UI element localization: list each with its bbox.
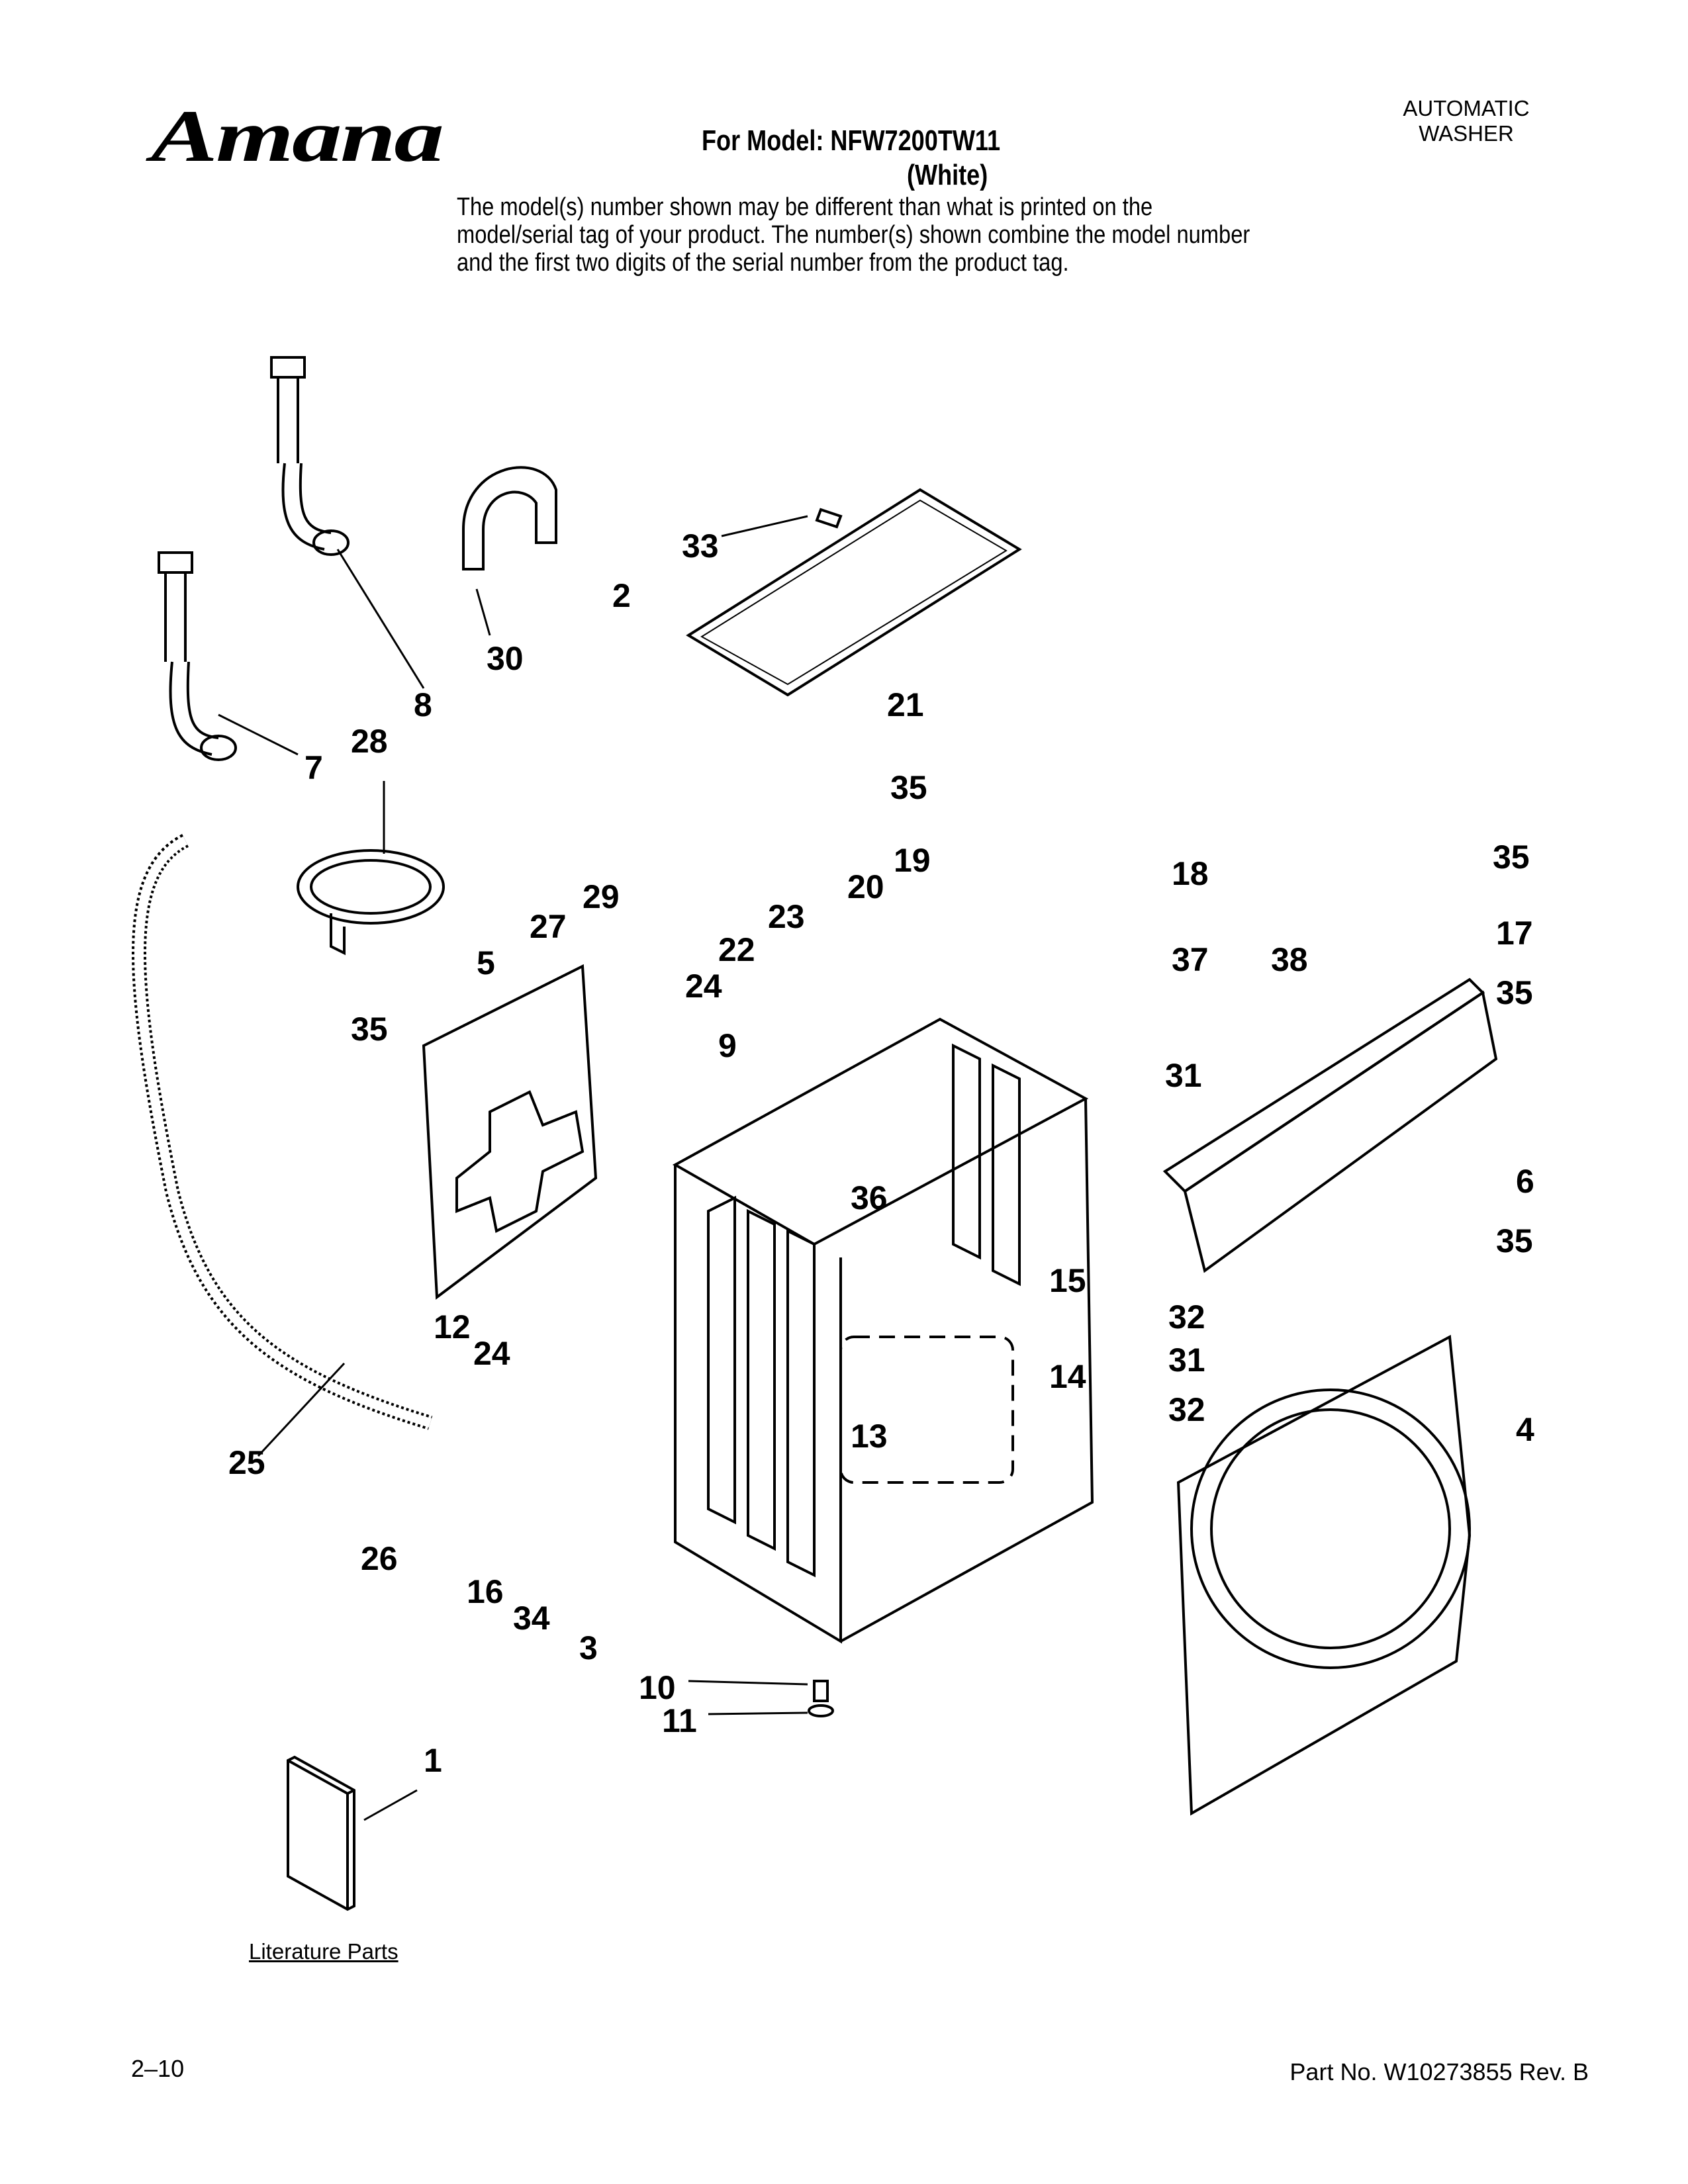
model-color: (White) (907, 159, 988, 191)
callout-26: 26 (361, 1540, 398, 1577)
callout-27: 27 (530, 908, 567, 945)
callout-38: 38 (1271, 941, 1308, 978)
brand-logo: Amana (151, 95, 444, 177)
callout-28: 28 (351, 723, 388, 760)
product-category: AUTOMATIC WASHER (1390, 96, 1542, 146)
callout-23: 23 (768, 898, 805, 935)
callout-35: 35 (1496, 1222, 1533, 1259)
callout-14: 14 (1049, 1358, 1086, 1395)
callout-35: 35 (1496, 974, 1533, 1011)
category-line-1: AUTOMATIC (1403, 96, 1530, 120)
callout-37: 37 (1172, 941, 1209, 978)
callout-2: 2 (612, 577, 631, 614)
callout-5: 5 (477, 944, 495, 981)
callout-9: 9 (718, 1027, 737, 1064)
callout-7: 7 (305, 749, 323, 786)
front-panel-4-part (1176, 1334, 1472, 1816)
callout-8: 8 (414, 686, 432, 723)
inlet-hose-7-part (158, 551, 299, 761)
power-cord-28-part (297, 781, 445, 956)
drain-hose-25-part (132, 834, 433, 1457)
callout-17: 17 (1496, 915, 1533, 952)
callout-24: 24 (685, 968, 722, 1005)
callout-22: 22 (718, 931, 755, 968)
callout-19: 19 (894, 842, 931, 879)
callout-6: 6 (1516, 1163, 1534, 1200)
callout-35: 35 (351, 1011, 388, 1048)
callout-11: 11 (662, 1702, 697, 1739)
model-title: For Model: NFW7200TW11 (702, 124, 1001, 157)
part-number: Part No. W10273855 Rev. B (1289, 2058, 1589, 2085)
callout-31: 31 (1165, 1057, 1202, 1094)
callout-36: 36 (851, 1179, 888, 1216)
callout-15: 15 (1049, 1262, 1086, 1299)
screw-33-part (721, 508, 843, 537)
page-number: 2–10 (131, 2055, 185, 2082)
callout-30: 30 (487, 640, 524, 677)
callout-16: 16 (467, 1573, 504, 1610)
callout-29: 29 (583, 878, 620, 915)
callout-20: 20 (847, 868, 884, 905)
callout-33: 33 (682, 527, 719, 565)
leg-pad-11-part (708, 1704, 834, 1717)
callout-1: 1 (424, 1742, 442, 1779)
leveling-leg-10-part (688, 1680, 829, 1702)
callout-35: 35 (1493, 839, 1530, 876)
literature-parts-label: Literature Parts (249, 1939, 399, 1964)
callout-13: 13 (851, 1418, 888, 1455)
inlet-hose-8-part (270, 356, 425, 689)
callout-3: 3 (579, 1629, 598, 1666)
hose-guide-30-part (462, 466, 557, 636)
callout-32: 32 (1168, 1298, 1205, 1336)
callout-12: 12 (434, 1308, 471, 1345)
rear-access-panel-5-part (422, 964, 598, 1300)
callout-10: 10 (639, 1669, 676, 1706)
callout-25: 25 (228, 1444, 265, 1481)
literature-1-part (287, 1755, 418, 1911)
callout-32: 32 (1168, 1391, 1205, 1428)
callout-31: 31 (1168, 1342, 1205, 1379)
model-disclaimer: The model(s) number shown may be differe… (457, 193, 1250, 277)
callout-34: 34 (513, 1600, 550, 1637)
callout-35: 35 (890, 769, 927, 806)
cabinet-3-part (672, 1017, 1094, 1644)
callout-18: 18 (1172, 855, 1209, 892)
category-line-2: WASHER (1419, 121, 1514, 146)
top-panel-part (686, 488, 1022, 697)
callout-4: 4 (1516, 1411, 1534, 1448)
callout-21: 21 (887, 686, 924, 723)
callout-24: 24 (473, 1335, 510, 1372)
console-6-part (1162, 978, 1498, 1273)
